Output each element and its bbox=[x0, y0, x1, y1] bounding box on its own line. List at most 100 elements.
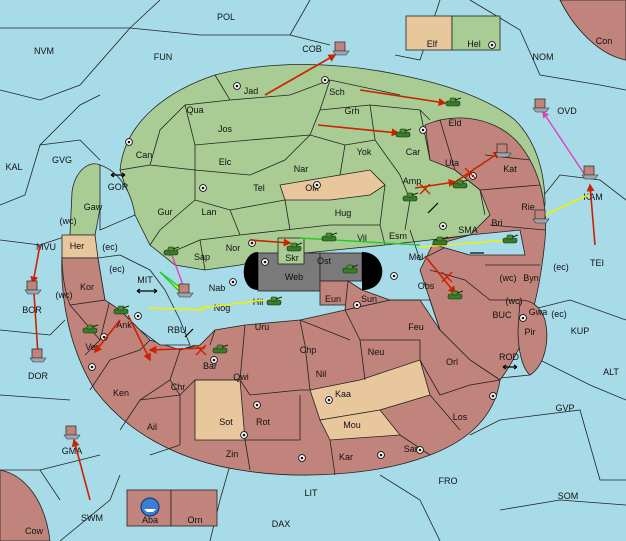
label-jad: Jad bbox=[244, 86, 259, 96]
label-nom: NOM bbox=[533, 52, 554, 62]
label-byn: Byn bbox=[523, 273, 539, 283]
black-cap-right bbox=[362, 252, 383, 290]
label-kat: Kat bbox=[503, 164, 517, 174]
label-elf: Elf bbox=[427, 39, 438, 49]
territory-kor[interactable] bbox=[61, 257, 106, 306]
label-ec4: (ec) bbox=[551, 309, 567, 319]
label-yok: Yok bbox=[357, 147, 372, 157]
label-nor: Nor bbox=[226, 243, 241, 253]
label-ail: Ail bbox=[147, 422, 157, 432]
label-neu: Neu bbox=[368, 347, 385, 357]
label-ver: Ver bbox=[85, 342, 99, 352]
label-grh: Grh bbox=[344, 106, 359, 116]
label-hug: Hug bbox=[335, 208, 352, 218]
label-rie: Rie bbox=[521, 202, 535, 212]
label-her: Her bbox=[70, 241, 85, 251]
label-kam: KAM bbox=[583, 192, 603, 202]
label-jos: Jos bbox=[218, 124, 233, 134]
label-tei: TEI bbox=[590, 258, 604, 268]
label-qwi: Qwi bbox=[233, 372, 249, 382]
orders-move bbox=[30, 54, 596, 501]
label-rod: ROD bbox=[499, 352, 520, 362]
label-vil: Vil bbox=[357, 233, 367, 243]
disc-unit-icon bbox=[140, 497, 160, 517]
label-alt: ALT bbox=[603, 367, 619, 377]
label-wc1: (wc) bbox=[60, 216, 77, 226]
label-nab: Nab bbox=[209, 283, 226, 293]
sea-inner-west bbox=[97, 254, 191, 346]
territory-orn[interactable] bbox=[170, 489, 218, 527]
label-dax: DAX bbox=[272, 519, 291, 529]
label-sun: Sun bbox=[361, 294, 377, 304]
label-ec1: (ec) bbox=[102, 242, 118, 252]
label-mel: Mel bbox=[409, 252, 424, 262]
label-fun: FUN bbox=[154, 52, 173, 62]
label-swm: SWM bbox=[81, 513, 103, 523]
label-ec2: (ec) bbox=[109, 264, 125, 274]
territory-borders bbox=[69, 74, 546, 476]
label-qua: Qua bbox=[186, 105, 203, 115]
label-esm: Esm bbox=[389, 231, 407, 241]
label-gvp: GVP bbox=[555, 403, 574, 413]
label-kup: KUP bbox=[571, 326, 590, 336]
label-gur: Gur bbox=[157, 207, 172, 217]
label-ken: Ken bbox=[113, 388, 129, 398]
label-mou: Mou bbox=[343, 420, 361, 430]
label-con: Con bbox=[596, 36, 613, 46]
label-rot: Rot bbox=[256, 417, 271, 427]
label-olk: Olk bbox=[305, 183, 319, 193]
sea-gor bbox=[99, 164, 136, 231]
label-chr: Chr bbox=[171, 382, 186, 392]
label-wc3: (wc) bbox=[500, 273, 517, 283]
label-hil: Hil bbox=[253, 297, 264, 307]
label-gor: GOR bbox=[108, 182, 129, 192]
label-zin: Zin bbox=[226, 449, 239, 459]
label-mvu: MVU bbox=[36, 242, 56, 252]
label-eun: Eun bbox=[325, 294, 341, 304]
label-kar: Kar bbox=[339, 452, 353, 462]
label-bar: Bar bbox=[203, 361, 217, 371]
label-los: Los bbox=[453, 412, 468, 422]
label-sot: Sot bbox=[219, 417, 233, 427]
label-feu: Feu bbox=[408, 322, 424, 332]
territory-sot[interactable] bbox=[194, 379, 246, 441]
label-kor: Kor bbox=[80, 282, 94, 292]
label-nar: Nar bbox=[294, 164, 309, 174]
label-eld: Eld bbox=[448, 118, 461, 128]
label-sam: Sam bbox=[404, 444, 423, 454]
label-tel: Tel bbox=[253, 183, 265, 193]
black-cap-left bbox=[243, 252, 258, 290]
label-bri: Bri bbox=[492, 218, 503, 228]
label-chp: Chp bbox=[300, 345, 317, 355]
label-fro: FRO bbox=[439, 476, 458, 486]
label-wc2: (wc) bbox=[56, 290, 73, 300]
ring-south-red bbox=[61, 254, 501, 476]
label-som: SOM bbox=[558, 491, 579, 501]
label-orn: Orn bbox=[187, 515, 202, 525]
label-gvg: GVG bbox=[52, 155, 72, 165]
label-bor: BOR bbox=[22, 305, 42, 315]
label-lit: LIT bbox=[304, 488, 318, 498]
label-cob: COB bbox=[302, 44, 322, 54]
label-nog: Nog bbox=[214, 303, 231, 313]
label-pir: Pir bbox=[525, 327, 536, 337]
territory-eun[interactable] bbox=[319, 280, 349, 306]
label-nil: Nil bbox=[316, 369, 327, 379]
orders-convoy bbox=[168, 110, 586, 286]
label-amp: Amp bbox=[403, 176, 422, 186]
label-ost: Ost bbox=[317, 256, 332, 266]
conflict-star-icons bbox=[195, 167, 476, 356]
label-gaw: Gaw bbox=[84, 202, 103, 212]
label-car: Car bbox=[406, 147, 421, 157]
label-hel: Hel bbox=[467, 39, 481, 49]
label-orl: Orl bbox=[446, 357, 458, 367]
label-nvm: NVM bbox=[34, 46, 54, 56]
territory-olk[interactable] bbox=[279, 169, 386, 201]
label-obs: Obs bbox=[418, 281, 435, 291]
label-sap: Sap bbox=[194, 252, 210, 262]
territory-elf[interactable] bbox=[405, 15, 453, 51]
label-buc: BUC bbox=[492, 310, 512, 320]
